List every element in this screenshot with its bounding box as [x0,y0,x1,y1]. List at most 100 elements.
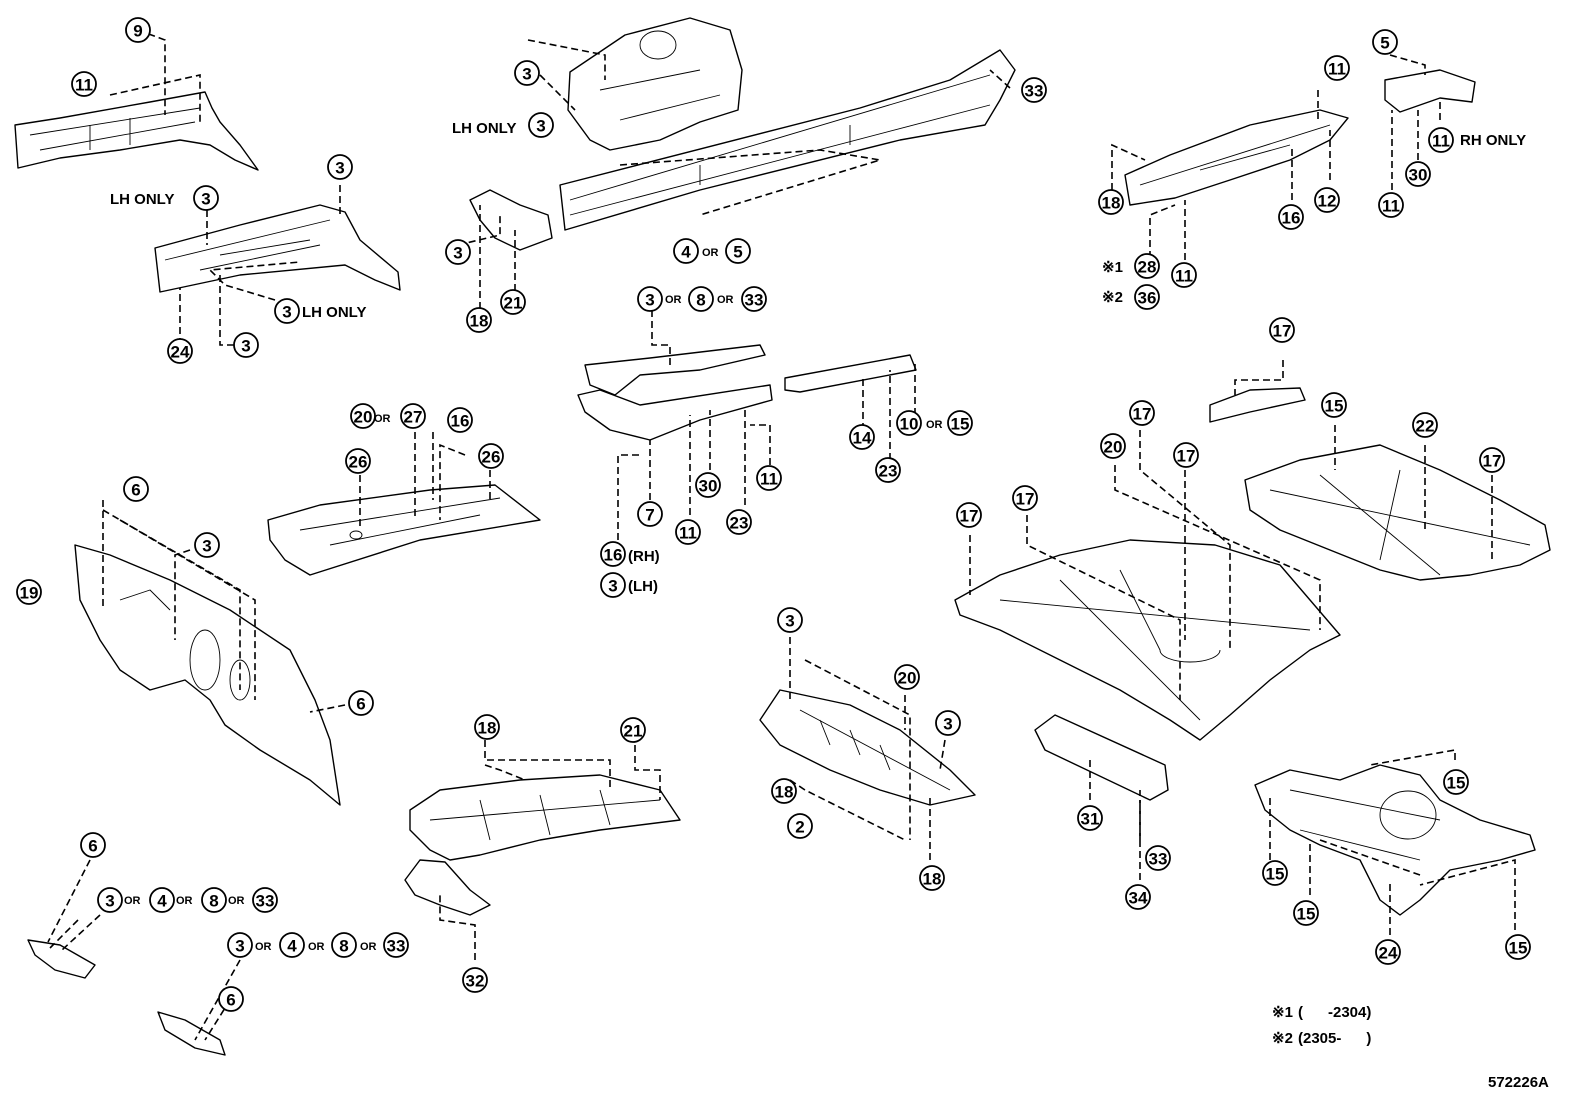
callout-21: 21 [500,289,526,315]
callout-number: 16 [451,412,470,431]
part-front-side-member-upper [14,91,259,171]
callout-11: 11 [756,465,782,491]
callout-18: 18 [771,778,797,804]
callout-circle [1134,253,1160,279]
callout-15: 15 [1321,392,1347,418]
callout-8: 8 [201,887,227,913]
callout-number: 18 [470,312,489,331]
callout-12: 12 [1314,187,1340,213]
callout-number: 11 [679,524,697,543]
callout-9: 9 [125,17,151,43]
callout-circle [350,403,376,429]
callout-number: 3 [645,291,654,310]
callout-15: 15 [947,410,973,436]
callout-16: 16 [600,541,626,567]
part-floor-crossmember-small [1209,387,1306,423]
callout-circle [688,286,714,312]
callout-circle [71,71,97,97]
callout-number: 3 [522,65,531,84]
callout-circle [327,154,353,180]
callout-number: 17 [960,507,979,526]
callout-circle [1278,204,1304,230]
callout-circle [637,286,663,312]
callout-number: 18 [775,783,794,802]
callout-number: 22 [1416,417,1435,436]
callout-6: 6 [218,986,244,1012]
callout-circle [348,690,374,716]
callout-11: 11 [1171,262,1197,288]
callout-circle [167,338,193,364]
callout-3: 3 [193,185,219,211]
callout-circle [16,579,42,605]
callout-number: 24 [1379,944,1398,963]
part-floor-bracket [404,859,491,916]
callout-number: 3 [608,577,617,596]
callout-circle [528,112,554,138]
callout-circle [1012,485,1038,511]
callout-3: 3 [445,239,471,265]
callout-circle [1372,29,1398,55]
callout-11: 11 [1324,55,1350,81]
callout-15: 15 [1262,860,1288,886]
callout-number: 31 [1081,810,1100,829]
or-label: OR [374,413,391,425]
part-front-floor-member [154,204,401,293]
callout-number: 10 [900,415,919,434]
callout-6: 6 [348,690,374,716]
callout-number: 30 [1409,166,1428,185]
callout-circle [1262,860,1288,886]
or-label: OR [124,895,141,907]
part-rear-floor-pan [1244,444,1551,581]
callout-circle [600,541,626,567]
callout-circle [474,714,500,740]
callout-33: 33 [1145,845,1171,871]
callout-number: 34 [1129,889,1148,908]
callout-circle [777,607,803,633]
lh-only-label: LH ONLY [302,304,366,321]
callout-number: 15 [1266,865,1285,884]
part-illustrations [14,17,1551,1056]
callout-number: 24 [171,343,190,362]
callout-circle [1134,284,1160,310]
callout-number: 3 [536,117,545,136]
callout-number: 17 [1483,452,1502,471]
callout-33: 33 [383,932,409,958]
callout-number: 15 [1447,774,1466,793]
callout-circle [80,832,106,858]
or-label: OR [926,419,943,431]
callout-number: 6 [88,837,97,856]
callout-circle [1324,55,1350,81]
callout-circle [1171,262,1197,288]
callout-23: 23 [726,509,752,535]
or-label: OR [176,895,193,907]
callout-circle [194,532,220,558]
callout-20: 20 [894,664,920,690]
callout-33: 33 [1021,77,1047,103]
callout-circle [1375,939,1401,965]
callout-3: 3 [233,332,259,358]
callout-circle [400,403,426,429]
callout-number: 8 [696,291,705,310]
callout-circle [1378,192,1404,218]
callout-circle [947,410,973,436]
callout-circle [1293,900,1319,926]
callout-24: 24 [1375,939,1401,965]
callout-circle [252,887,278,913]
callout-8: 8 [688,286,714,312]
callout-number: 18 [478,719,497,738]
callout-circle [1479,447,1505,473]
callout-30: 30 [695,472,721,498]
callout-circle [445,239,471,265]
lh-note: (LH) [628,578,658,595]
callout-6: 6 [123,476,149,502]
callout-6: 6 [80,832,106,858]
callout-number: 3 [202,537,211,556]
callout-circle [1505,934,1531,960]
callout-8: 8 [331,932,357,958]
or-label: OR [360,941,377,953]
callout-number: 14 [853,429,872,448]
part-floor-side-panel [267,484,541,576]
callout-number: 27 [404,408,423,427]
callout-circle [771,778,797,804]
callout-number: 17 [1177,447,1196,466]
